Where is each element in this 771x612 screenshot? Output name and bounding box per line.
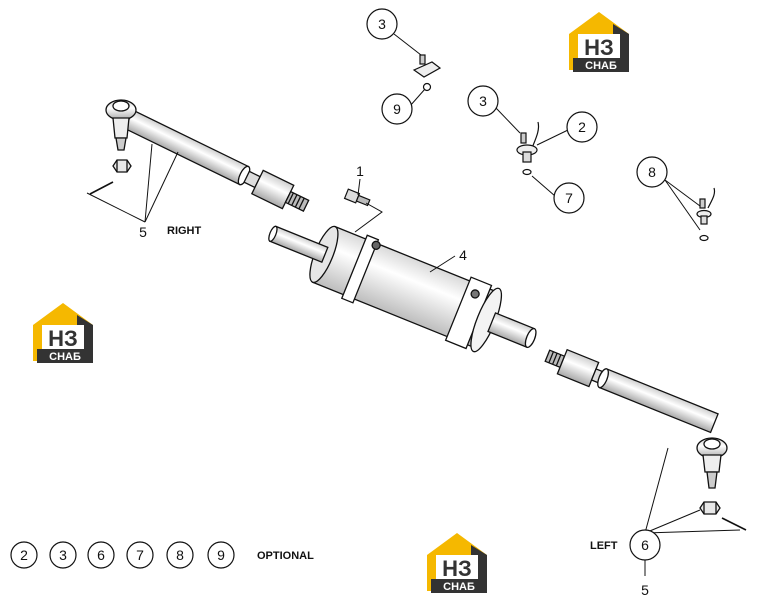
callout-2-label: 2 (578, 119, 586, 135)
optional-item: 9 (207, 541, 235, 569)
svg-text:НЗ: НЗ (48, 326, 78, 351)
optional-item: 6 (87, 541, 115, 569)
label-1: 1 (356, 163, 364, 179)
callout-6: 6 (629, 529, 661, 561)
watermark-logo-icon: НЗ СНАБ (427, 533, 487, 593)
callout-2: 2 (566, 111, 598, 143)
leader-lines (86, 33, 741, 576)
optional-item: 8 (166, 541, 194, 569)
label-4: 4 (459, 247, 467, 263)
callout-9: 9 (381, 93, 413, 125)
svg-text:9: 9 (217, 547, 225, 563)
callout-3-mid: 3 (467, 85, 499, 117)
optional-item: 7 (126, 541, 154, 569)
svg-text:6: 6 (97, 547, 105, 563)
svg-text:8: 8 (176, 547, 184, 563)
callout-9-label: 9 (393, 101, 401, 117)
fitting-part-2 (516, 121, 540, 176)
svg-text:7: 7 (136, 547, 144, 563)
callout-3-mid-label: 3 (479, 93, 487, 109)
callout-6-label: 6 (641, 537, 649, 553)
svg-text:СНАБ: СНАБ (49, 351, 81, 363)
svg-text:НЗ: НЗ (442, 556, 472, 581)
callout-8-label: 8 (648, 164, 656, 180)
watermark-logo-icon: НЗ СНАБ (33, 303, 93, 363)
label-5-right: 5 (139, 224, 147, 240)
callout-7: 7 (553, 182, 585, 214)
left-side-label: LEFT (590, 540, 618, 552)
bolt-part (343, 188, 371, 207)
callout-3-top-label: 3 (378, 16, 386, 32)
right-side-label: RIGHT (167, 225, 202, 237)
optional-legend: 2 3 6 7 8 9 OPTIONAL (10, 541, 314, 569)
svg-text:3: 3 (59, 547, 67, 563)
optional-item: 2 (10, 541, 38, 569)
label-5-left: 5 (641, 582, 649, 598)
steering-cylinder (268, 225, 537, 353)
bracket-part-9 (412, 54, 442, 92)
svg-text:СНАБ: СНАБ (585, 60, 617, 72)
left-tie-rod (544, 348, 747, 531)
fitting-part-8 (696, 187, 716, 242)
callout-3-top: 3 (366, 8, 398, 40)
callout-8: 8 (636, 156, 668, 188)
svg-text:НЗ: НЗ (584, 35, 614, 60)
svg-text:2: 2 (20, 547, 28, 563)
watermark-logo-icon: НЗ СНАБ (569, 12, 629, 72)
optional-item: 3 (49, 541, 77, 569)
optional-label: OPTIONAL (257, 550, 314, 562)
right-tie-rod (89, 99, 310, 213)
callout-7-label: 7 (565, 190, 573, 206)
svg-text:СНАБ: СНАБ (443, 581, 475, 593)
